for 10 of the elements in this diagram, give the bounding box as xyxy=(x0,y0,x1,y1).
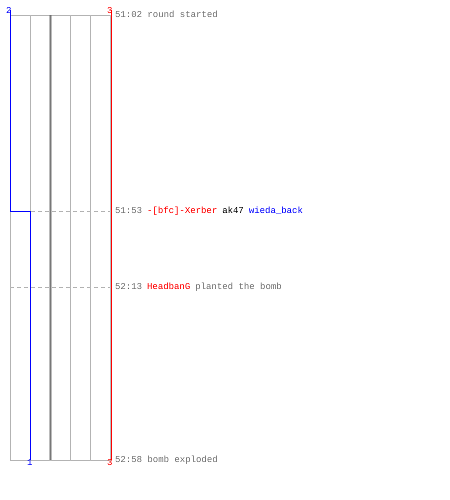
event-time: 51:53 xyxy=(115,206,142,216)
player-count: 3 xyxy=(107,458,112,468)
weapon-name: ak47 xyxy=(222,206,244,216)
player-name: HeadbanG xyxy=(147,282,190,292)
event-text: 52:58 bomb exploded xyxy=(115,455,218,465)
event-time: 52:13 xyxy=(115,282,142,292)
event-text: planted the bomb xyxy=(195,282,282,292)
event-text: 51:02 round started xyxy=(115,10,218,20)
player-name: wieda_back xyxy=(248,206,303,216)
player-name: -[bfc]-Xerber xyxy=(147,206,218,216)
